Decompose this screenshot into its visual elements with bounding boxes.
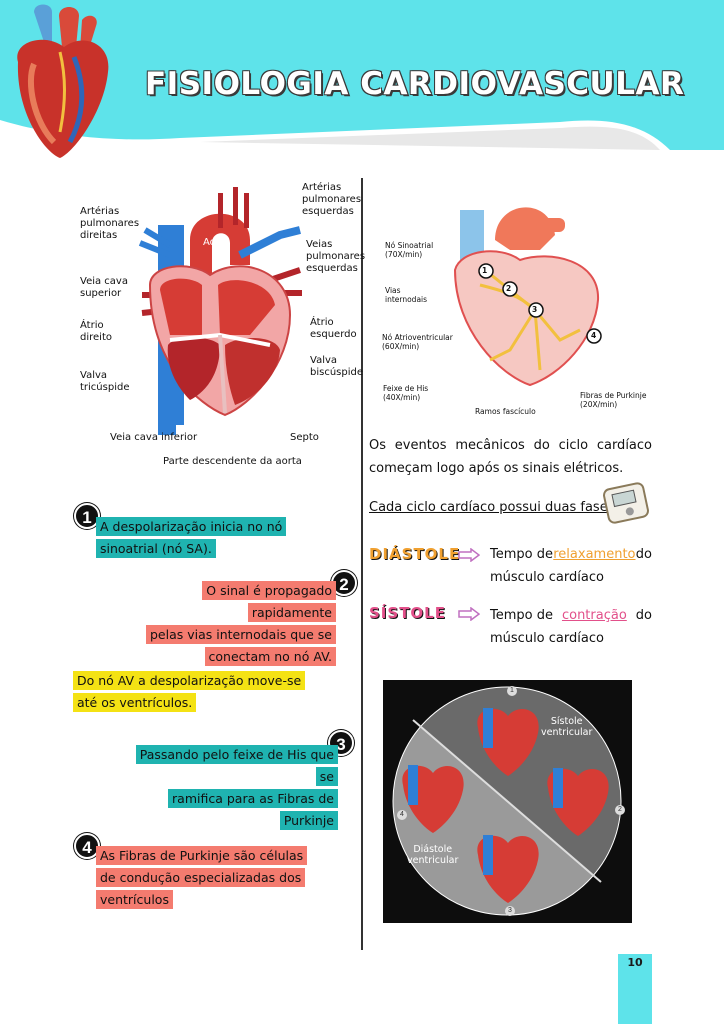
label-arterias-pulmonares-direitas: Artérias pulmonares direitas bbox=[80, 206, 140, 241]
arrow-right-icon bbox=[458, 547, 481, 563]
phases-title: Cada ciclo cardíaco possui duas fases: bbox=[369, 500, 619, 515]
label-valva-tricuspide: Valva tricúspide bbox=[80, 370, 130, 393]
step-av-text: Do nó AV a despolarização move-se até os… bbox=[73, 670, 306, 714]
header-banner bbox=[0, 0, 724, 150]
label-atrio-direito: Átrio direito bbox=[80, 320, 112, 343]
intro-text: Os eventos mecânicos do ciclo cardíaco c… bbox=[369, 438, 652, 476]
diastole-ventricular-label: Diástole ventricular bbox=[407, 844, 459, 866]
diastole-label: DIÁSTOLE bbox=[369, 545, 461, 563]
label-ramos-fasciculo: Ramos fascículo bbox=[475, 407, 536, 416]
sistole-description: Tempo de contração do músculo cardíaco bbox=[490, 608, 652, 646]
marker-3: 3 bbox=[532, 305, 538, 314]
label-valva-biscuspide: Valva biscúspide bbox=[310, 355, 364, 378]
cycle-marker-1: 1 bbox=[507, 686, 517, 696]
step-1-text: A despolarização inicia no nó sinoatrial… bbox=[96, 516, 287, 560]
step-3-text: Passando pelo feixe de His que se ramifi… bbox=[132, 744, 338, 832]
arrow-right-icon bbox=[458, 606, 481, 622]
label-aorta: Aorta bbox=[203, 237, 230, 248]
label-arterias-pulmonares-esquerdas: Artérias pulmonares esquerdas bbox=[302, 182, 362, 217]
page-title: FISIOLOGIA CARDIOVASCULAR bbox=[145, 66, 685, 102]
heart-logo-icon bbox=[4, 2, 119, 167]
label-vias-internodais: Vias internodais bbox=[385, 286, 428, 304]
heart-anatomy-diagram bbox=[130, 185, 330, 435]
sistole-label: SÍSTOLE bbox=[369, 604, 446, 622]
cycle-marker-4: 4 bbox=[397, 810, 407, 820]
label-feixe-de-his: Feixe de His (40X/min) bbox=[383, 384, 429, 402]
label-no-atrioventricular: Nó Atrioventricular (60X/min) bbox=[382, 333, 453, 351]
step-1-number-badge: 1 bbox=[74, 503, 100, 529]
cardiac-cycle-diagram: 1 2 3 4 Sístole ventricular Diástole ven… bbox=[383, 680, 632, 923]
page-number: 10 bbox=[627, 956, 643, 969]
label-veias-pulmonares-esquerdas: Veias pulmonares esquerdas bbox=[306, 239, 366, 274]
label-no-sinoatrial: Nó Sinoatrial (70X/min) bbox=[385, 241, 434, 259]
cycle-marker-3: 3 bbox=[505, 906, 515, 916]
conduction-diagram bbox=[440, 190, 615, 390]
label-septo: Septo bbox=[290, 432, 319, 443]
sistole-ventricular-label: Sístole ventricular bbox=[541, 716, 593, 738]
step-2-text: O sinal é propagado rapidamente pelas vi… bbox=[128, 580, 336, 668]
label-veia-cava-superior: Veia cava superior bbox=[80, 276, 128, 299]
step-4-text: As Fibras de Purkinje são células de con… bbox=[96, 845, 308, 911]
cycle-marker-2: 2 bbox=[615, 805, 625, 815]
label-atrio-esquerdo: Átrio esquerdo bbox=[310, 317, 357, 340]
blood-pressure-monitor-icon bbox=[600, 480, 652, 531]
marker-2: 2 bbox=[506, 284, 512, 293]
page-number-tab: 10 bbox=[618, 954, 652, 1024]
label-veia-cava-inferior: Veia cava inferior bbox=[110, 432, 198, 443]
label-fibras-purkinje: Fibras de Purkinje (20X/min) bbox=[580, 391, 647, 409]
marker-1: 1 bbox=[482, 266, 488, 275]
label-aorta-descendente: Parte descendente da aorta bbox=[163, 456, 302, 467]
diastole-description: Tempo de relaxamento do músculo cardíaco bbox=[490, 547, 652, 585]
marker-4: 4 bbox=[591, 331, 597, 340]
column-divider bbox=[361, 178, 363, 950]
